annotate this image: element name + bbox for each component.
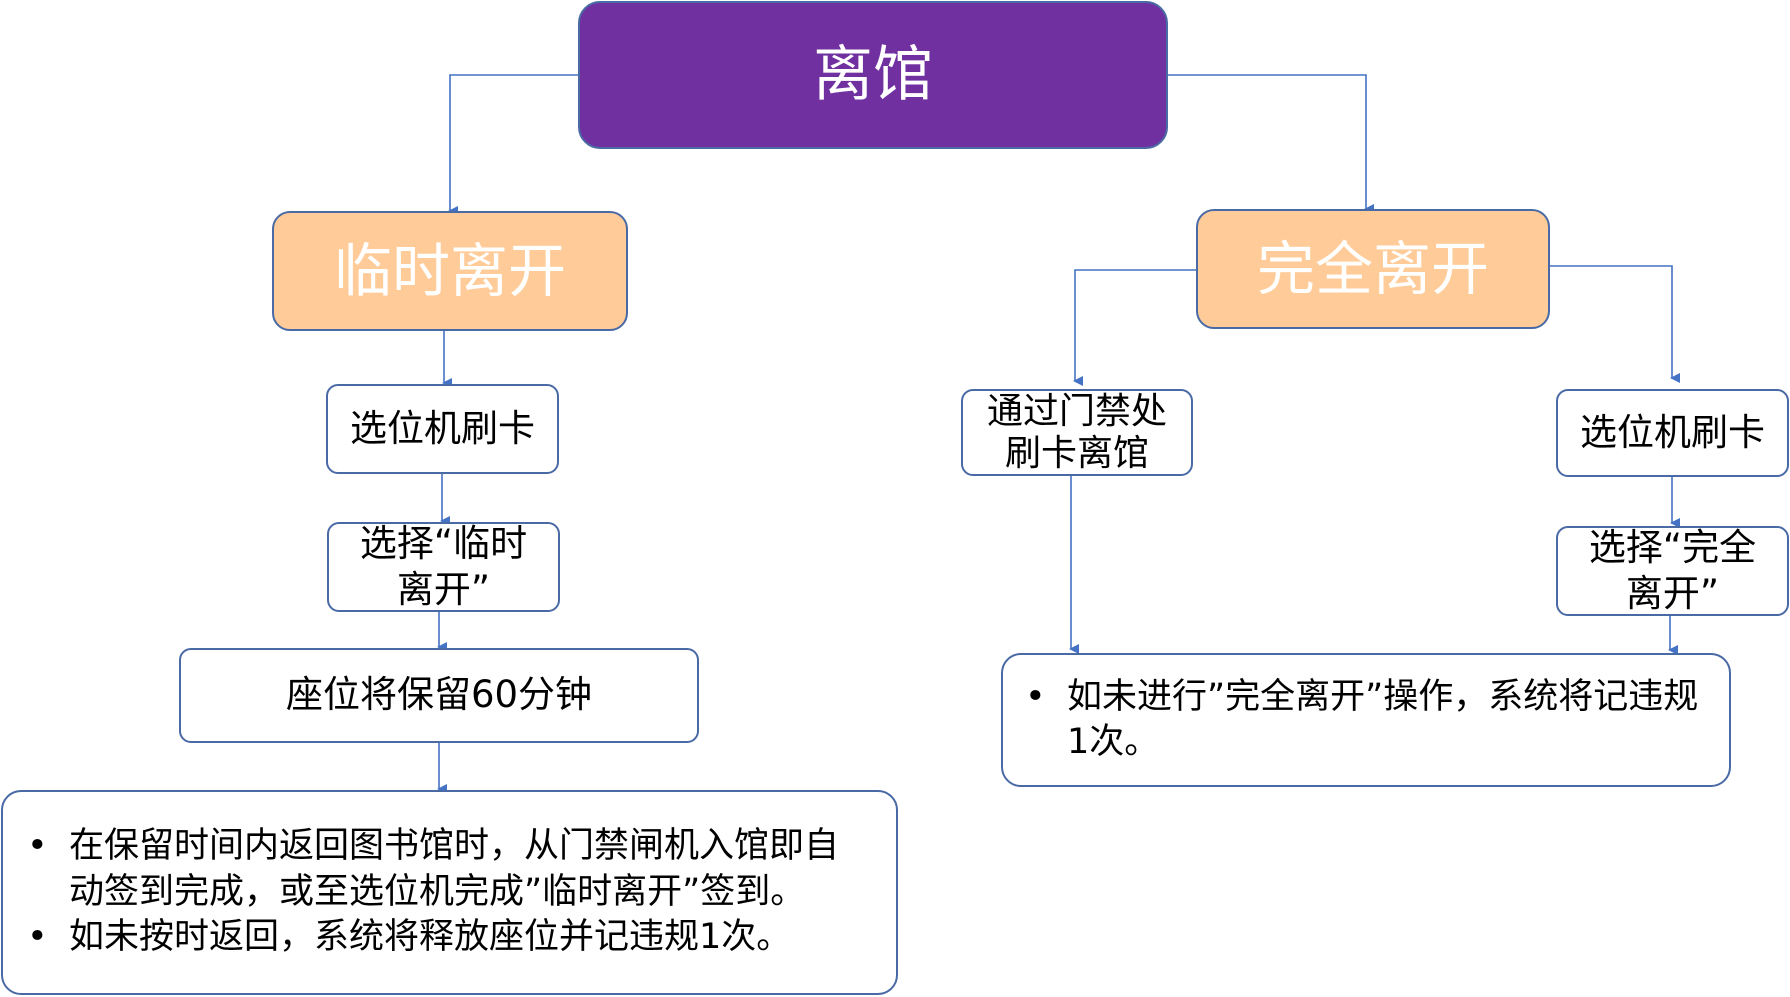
temporary-step1-label: 选位机刷卡: [350, 406, 535, 450]
complete-step-swipe-card: 选位机刷卡: [1556, 389, 1789, 477]
branch-temporary-label: 临时离开: [333, 236, 566, 305]
complete-step1-label: 选位机刷卡: [1580, 410, 1765, 454]
root-node-leave-library: 离馆: [578, 1, 1168, 149]
branch-temporary-leave: 临时离开: [272, 211, 628, 331]
complete-step2-label: 选择“完全离开”: [1588, 525, 1757, 615]
branch-complete-leave: 完全离开: [1196, 209, 1550, 329]
temporary-note-item: 在保留时间内返回图书馆时，从门禁闸机入馆即自动签到完成，或至选位机完成”临时离开…: [27, 824, 866, 915]
connector-complete-step1: [1550, 265, 1680, 383]
temporary-notes-list: 在保留时间内返回图书馆时，从门禁闸机入馆即自动签到完成，或至选位机完成”临时离开…: [27, 824, 866, 961]
temporary-step2-label: 选择“临时离开”: [359, 521, 528, 611]
temporary-step-seat-reserved: 座位将保留60分钟: [179, 648, 699, 743]
complete-option-gate-swipe: 通过门禁处刷卡离馆: [961, 389, 1193, 476]
complete-notes-list: 如未进行”完全离开”操作，系统将记违规1次。: [1025, 675, 1703, 766]
temporary-step3-label: 座位将保留60分钟: [285, 673, 593, 717]
connector-root-temporary: [448, 74, 578, 216]
temporary-step-select-option: 选择“临时离开”: [327, 522, 560, 612]
complete-notes-box: 如未进行”完全离开”操作，系统将记违规1次。: [1001, 653, 1731, 787]
complete-note-item: 如未进行”完全离开”操作，系统将记违规1次。: [1025, 675, 1703, 766]
temporary-notes-box: 在保留时间内返回图书馆时，从门禁闸机入馆即自动签到完成，或至选位机完成”临时离开…: [1, 790, 898, 995]
temporary-note-item: 如未按时返回，系统将释放座位并记违规1次。: [27, 915, 866, 961]
branch-complete-label: 完全离开: [1256, 234, 1489, 303]
root-label: 离馆: [813, 39, 933, 110]
connector-complete-gate: [1073, 269, 1196, 386]
connector-root-complete: [1168, 74, 1374, 214]
complete-step-select-option: 选择“完全离开”: [1556, 526, 1789, 616]
complete-gate-label: 通过门禁处刷卡离馆: [986, 391, 1167, 474]
temporary-step-swipe-card: 选位机刷卡: [326, 384, 559, 474]
